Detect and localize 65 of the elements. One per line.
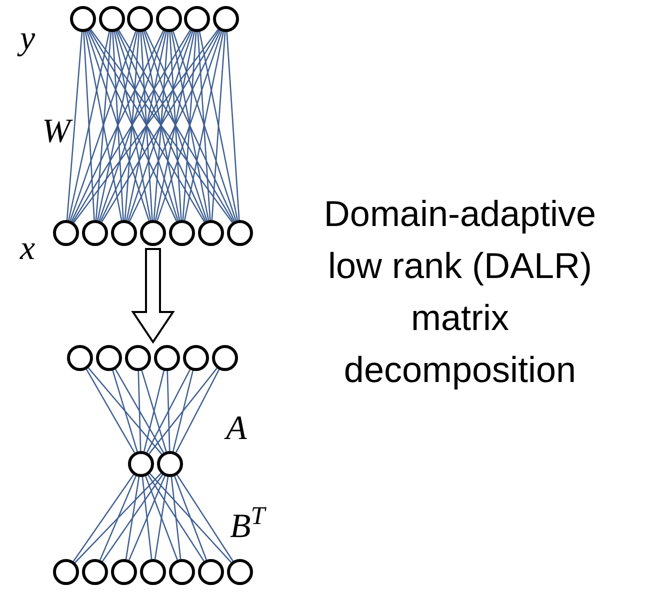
connection-line — [100, 30, 192, 222]
connection-line — [71, 30, 164, 222]
connection-line — [172, 31, 237, 221]
connection-line — [88, 30, 178, 222]
connection-line — [128, 476, 166, 560]
connection-line — [175, 369, 220, 453]
connection-line — [145, 476, 178, 560]
connection-line — [125, 476, 140, 560]
connection-line — [148, 474, 204, 562]
connection-line — [86, 31, 150, 221]
connection-line — [149, 473, 232, 563]
connection-line — [143, 31, 208, 221]
connection-line — [138, 370, 142, 452]
connection-line — [118, 30, 234, 222]
connection-line — [154, 32, 196, 220]
connection-line — [182, 32, 197, 220]
connection-line — [95, 32, 112, 220]
connection-line — [197, 32, 211, 220]
connection-line — [116, 30, 206, 222]
connection-line — [144, 30, 236, 222]
connection-line — [153, 32, 169, 220]
connection-line — [74, 472, 162, 564]
connection-line — [124, 32, 140, 220]
connection-line — [112, 32, 124, 220]
connection-line — [114, 32, 152, 220]
connection-line — [154, 476, 169, 560]
connection-line — [72, 30, 191, 222]
connection-line — [128, 31, 194, 221]
connection-line — [68, 32, 110, 220]
connection-line — [169, 32, 182, 220]
description-text: Domain-adaptive low rank (DALR) matrix decomposition — [322, 192, 598, 392]
input-variable-label: x — [20, 232, 36, 266]
connection-line — [170, 476, 182, 560]
connection-line — [226, 32, 240, 220]
connection-line — [101, 30, 220, 222]
connection-line — [172, 370, 194, 452]
connection-line — [126, 32, 167, 220]
block-arrow — [131, 248, 175, 344]
connection-line — [170, 32, 210, 220]
connection-line — [176, 474, 234, 562]
connection-line — [174, 476, 207, 560]
connection-line — [184, 32, 224, 220]
connection-line — [86, 368, 136, 454]
connection-line — [83, 32, 95, 220]
connection-line — [129, 30, 221, 222]
connection-line — [114, 368, 164, 454]
connection-line — [115, 31, 179, 221]
connection-line — [66, 32, 83, 220]
connection-line — [84, 32, 122, 220]
connection-line — [146, 369, 191, 453]
weight-matrix-label: W — [42, 115, 70, 149]
connection-line — [142, 32, 180, 220]
connection-line — [166, 370, 170, 452]
connection-line — [198, 32, 238, 220]
connection-line — [89, 30, 205, 222]
matrix-label: A — [226, 412, 247, 446]
connection-line — [70, 31, 136, 221]
connection-line — [97, 32, 138, 220]
connection-line — [112, 370, 138, 452]
connection-line — [211, 32, 226, 220]
connection-line — [142, 476, 152, 560]
connection-line — [156, 31, 222, 221]
connection-line — [140, 32, 153, 220]
connection-line — [98, 31, 166, 221]
connection-line — [100, 476, 136, 560]
